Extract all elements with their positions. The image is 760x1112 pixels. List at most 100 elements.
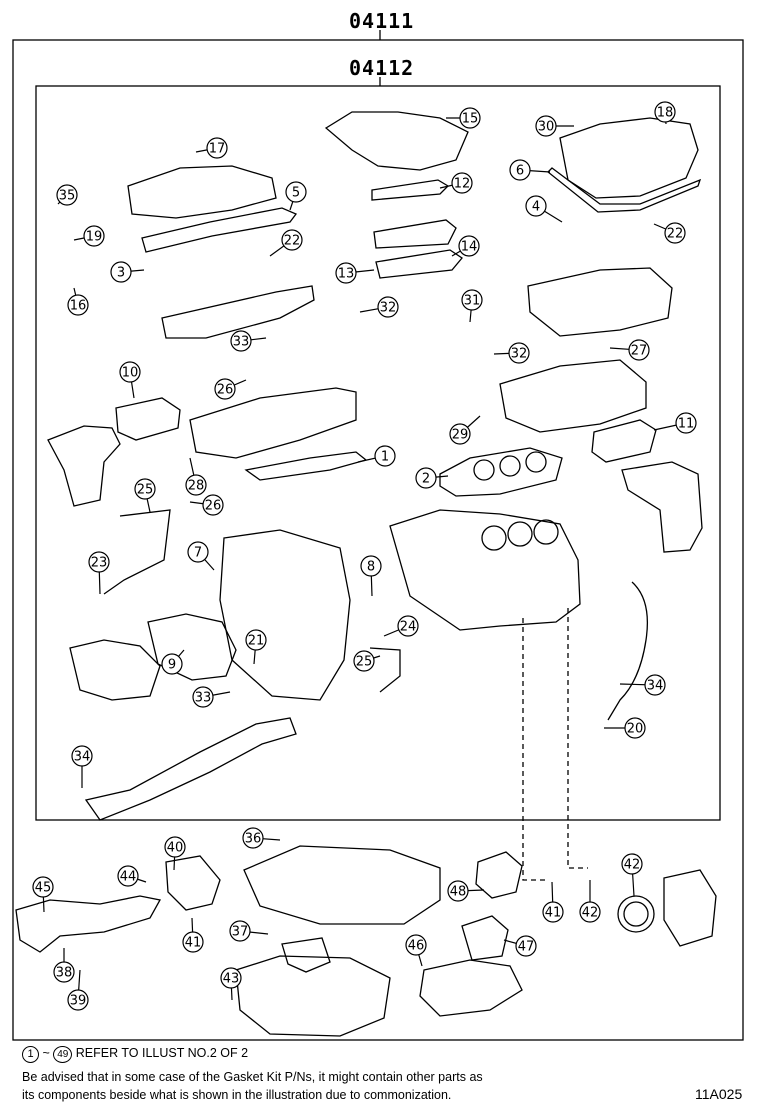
- callout-circle: [579, 901, 601, 923]
- callout-number: 39: [70, 994, 87, 1009]
- callout-number: 26: [217, 383, 234, 398]
- part-upper-intake: [324, 111, 469, 171]
- callout-circle: [206, 137, 228, 159]
- part-rear-oil-seal-43: [617, 895, 655, 933]
- callout-number: 48: [450, 885, 467, 900]
- callout-number: 3: [117, 266, 125, 281]
- callout-number: 13: [338, 267, 355, 282]
- callout-number: 12: [454, 177, 471, 192]
- part-exhaust-manifold-left: [47, 425, 121, 507]
- inner-kit-frame: [35, 85, 721, 821]
- outer-kit-frame: [12, 39, 744, 1041]
- part-head-right: [499, 359, 647, 433]
- callout-circle: [461, 289, 483, 311]
- callout-number: 43: [223, 972, 240, 987]
- part-oil-filter-bracket: [475, 851, 523, 899]
- callout-circle: [230, 330, 252, 352]
- callout-circle: [117, 865, 139, 887]
- callout-2: 2: [415, 467, 449, 489]
- callout-44: 44: [117, 865, 147, 887]
- callout-number: 32: [380, 301, 397, 316]
- part-catalytic-converter: [621, 461, 703, 553]
- callout-33: 33: [230, 330, 267, 352]
- callout-number: 23: [91, 556, 108, 571]
- callout-number: 9: [168, 658, 176, 673]
- part-intake-gasket-14: [375, 249, 463, 279]
- callout-number: 28: [188, 479, 205, 494]
- callout-circle: [451, 172, 473, 194]
- illustration-code: 11A025: [695, 1086, 743, 1102]
- callout-16: 16: [67, 287, 89, 316]
- part-water-inlet-housing: [165, 855, 221, 911]
- callout-circle: [415, 467, 437, 489]
- part-intake-gasket-13: [373, 219, 457, 249]
- callout-circle: [664, 222, 686, 244]
- callout-18: 18: [654, 101, 676, 125]
- callout-21: 21: [245, 629, 267, 665]
- refer-text: REFER TO ILLUST NO.2 OF 2: [75, 1046, 249, 1060]
- part-oil-pan-upper: [243, 845, 441, 925]
- callout-26: 26: [189, 494, 224, 516]
- callout-42: 42: [621, 853, 643, 897]
- callout-9: 9: [161, 649, 185, 675]
- callout-10: 10: [119, 361, 141, 399]
- part-oil-pan-lower: [235, 955, 391, 1037]
- callout-circle: [535, 115, 557, 137]
- callout-number: 8: [367, 560, 375, 575]
- callout-24: 24: [383, 615, 419, 637]
- callout-circle: [185, 474, 207, 496]
- callout-number: 31: [464, 294, 481, 309]
- callout-circle: [675, 412, 697, 434]
- part-cam-housing-right: [527, 267, 673, 337]
- callout-number: 29: [452, 428, 469, 443]
- callout-circle: [214, 378, 236, 400]
- callout-circle: [515, 935, 537, 957]
- callout-12: 12: [439, 172, 473, 194]
- callout-20: 20: [604, 717, 646, 739]
- callout-number: 20: [627, 722, 644, 737]
- callout-number: 10: [122, 366, 139, 381]
- callout-circle: [88, 551, 110, 573]
- callout-circle: [509, 159, 531, 181]
- callout-circle: [67, 294, 89, 316]
- callout-number: 19: [86, 230, 103, 245]
- callout-number: 30: [538, 120, 555, 135]
- callout-23: 23: [88, 551, 110, 595]
- callout-25: 25: [134, 478, 156, 513]
- callout-circle: [405, 934, 427, 956]
- callout-13: 13: [335, 262, 375, 284]
- callout-circle: [56, 184, 78, 206]
- callout-number: 22: [284, 234, 301, 249]
- part-water-hose-left: [15, 895, 162, 953]
- callout-circle: [459, 107, 481, 129]
- callout-number: 32: [511, 347, 528, 362]
- callout-number: 4: [532, 200, 540, 215]
- callout-number: 24: [400, 620, 417, 635]
- callout-22: 22: [653, 222, 686, 244]
- callout-19: 19: [73, 225, 105, 247]
- callout-circle: [374, 445, 396, 467]
- advisory-line-2: its components beside what is shown in t…: [22, 1088, 452, 1102]
- callout-1: 1: [357, 445, 396, 467]
- callout-circle: [192, 686, 214, 708]
- callout-8: 8: [360, 555, 382, 597]
- callout-number: 22: [667, 227, 684, 242]
- callout-circle: [220, 967, 242, 989]
- leader-42b: [567, 608, 588, 869]
- callout-number: 33: [233, 335, 250, 350]
- callout-5: 5: [285, 181, 307, 211]
- callout-circle: [71, 745, 93, 767]
- callout-7: 7: [187, 541, 215, 571]
- callout-circle: [447, 880, 469, 902]
- callout-number: 14: [461, 240, 478, 255]
- part-exhaust-gasket-11: [591, 419, 657, 463]
- callout-circle: [285, 181, 307, 203]
- callout-25: 25: [353, 650, 381, 672]
- callout-33: 33: [192, 686, 231, 708]
- callout-32: 32: [359, 296, 399, 318]
- callout-circle: [245, 629, 267, 651]
- callout-number: 27: [631, 344, 648, 359]
- callout-32: 32: [493, 342, 530, 364]
